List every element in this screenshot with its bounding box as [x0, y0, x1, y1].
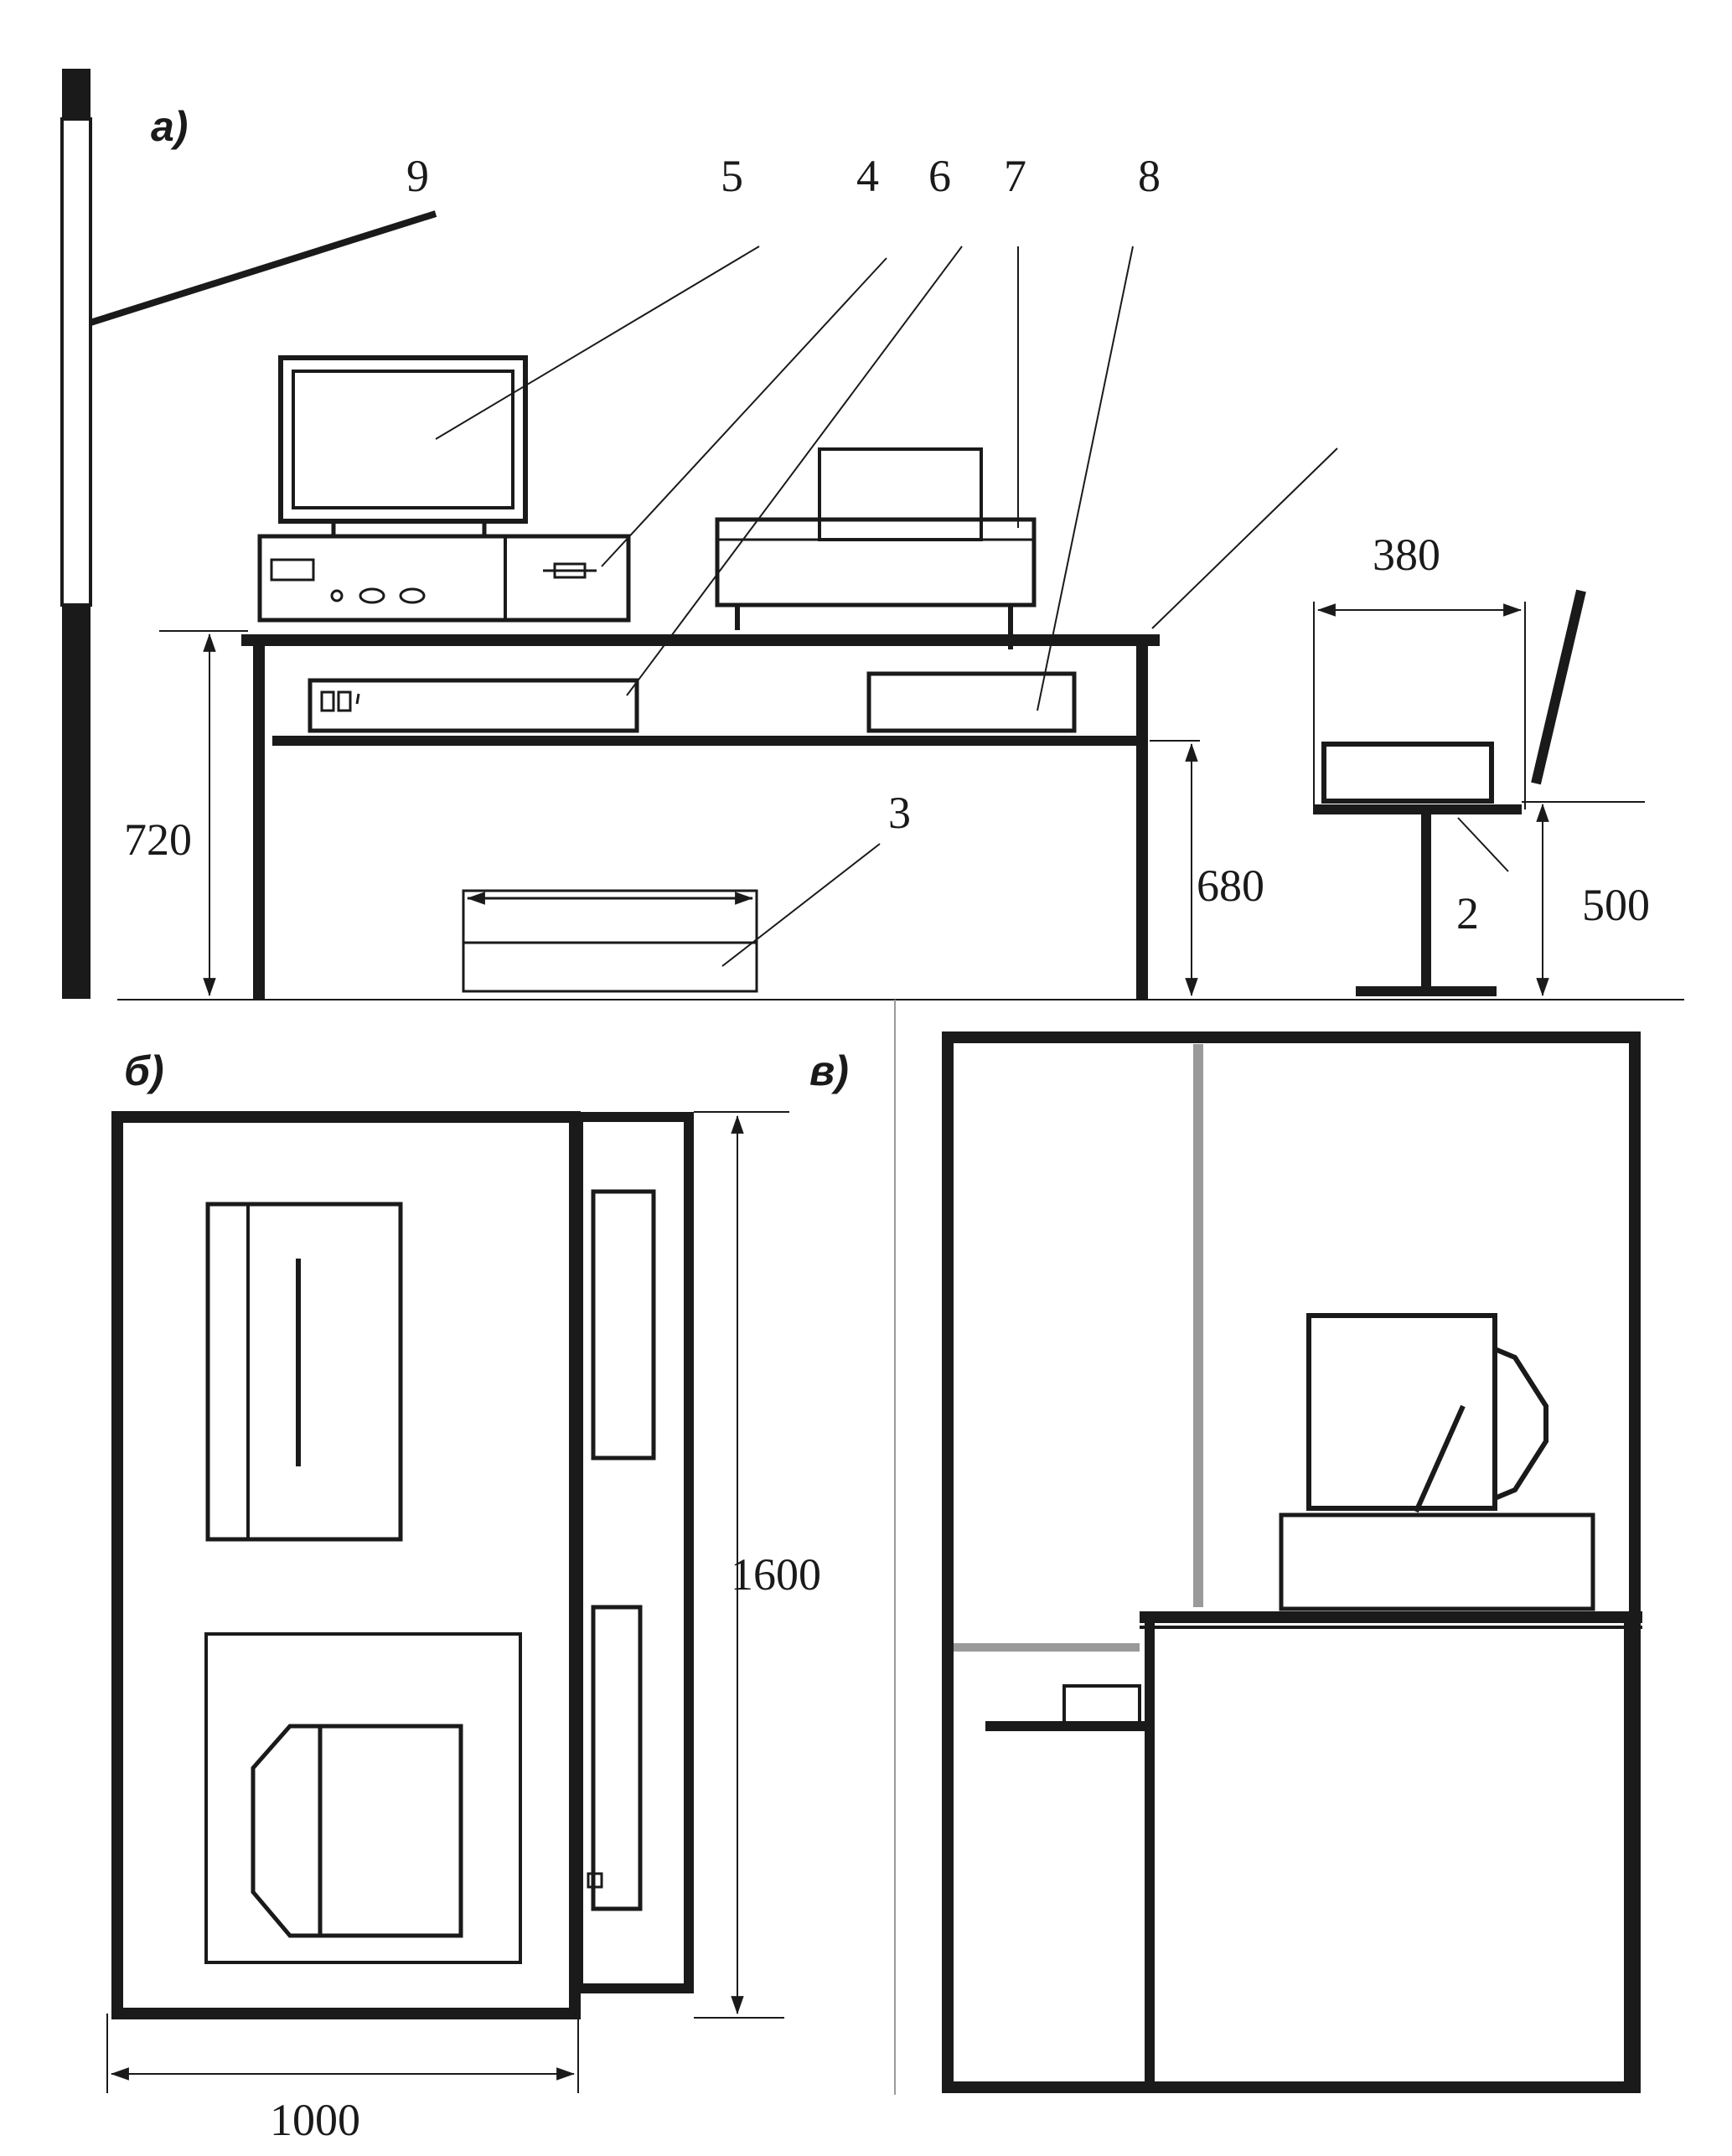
side-keyboard-tray	[985, 1684, 1146, 1731]
plan-monitor	[204, 1632, 522, 1964]
monitor	[278, 355, 528, 536]
system-unit	[257, 534, 631, 623]
callout-7: 7	[1004, 151, 1026, 201]
side-desk	[1140, 1611, 1642, 2087]
dim-720: 720	[124, 814, 192, 865]
chair	[1313, 589, 1645, 996]
panel-b-label: б)	[124, 1047, 164, 1094]
callout-2: 2	[1456, 888, 1479, 938]
panel-a-front-view: а) 9 5 4 6 7 8 3 2 720 680 380 500	[60, 69, 1684, 1000]
panel-c-label: в)	[809, 1047, 849, 1094]
side-room-outline	[942, 1031, 1641, 2093]
callout-4: 4	[856, 151, 879, 201]
callout-5: 5	[721, 151, 743, 201]
shelf-unit-8	[866, 671, 1077, 733]
callout-9: 9	[406, 151, 429, 201]
side-monitor	[1306, 1313, 1548, 1513]
lamp-line	[89, 210, 437, 326]
desk	[241, 634, 1160, 1000]
dim-680: 680	[1197, 861, 1264, 911]
leader-lines-a	[435, 246, 1509, 967]
wall-column	[60, 69, 92, 999]
callout-6: 6	[928, 151, 951, 201]
panel-c-side-view: в)	[809, 1031, 1642, 2093]
panel-a-label: а)	[151, 103, 188, 150]
dim-380: 380	[1373, 530, 1440, 580]
plan-printer	[205, 1202, 403, 1542]
panel-b-plan-view: б) 1600 1000	[106, 1047, 821, 2145]
callout-8: 8	[1138, 151, 1161, 201]
dim-1000: 1000	[270, 2095, 360, 2145]
shelf-unit-6	[308, 678, 639, 733]
dim-500: 500	[1582, 880, 1650, 930]
footrest	[462, 889, 758, 993]
dim-1600: 1600	[731, 1549, 821, 1600]
side-system-unit	[1279, 1512, 1595, 1611]
plan-side-unit	[573, 1112, 694, 1993]
callout-3: 3	[888, 788, 911, 838]
plan-desk-outline	[111, 1111, 581, 2019]
dimension-lines-b	[106, 1111, 789, 2093]
printer	[715, 447, 1037, 649]
dimension-lines-a	[159, 603, 1549, 997]
